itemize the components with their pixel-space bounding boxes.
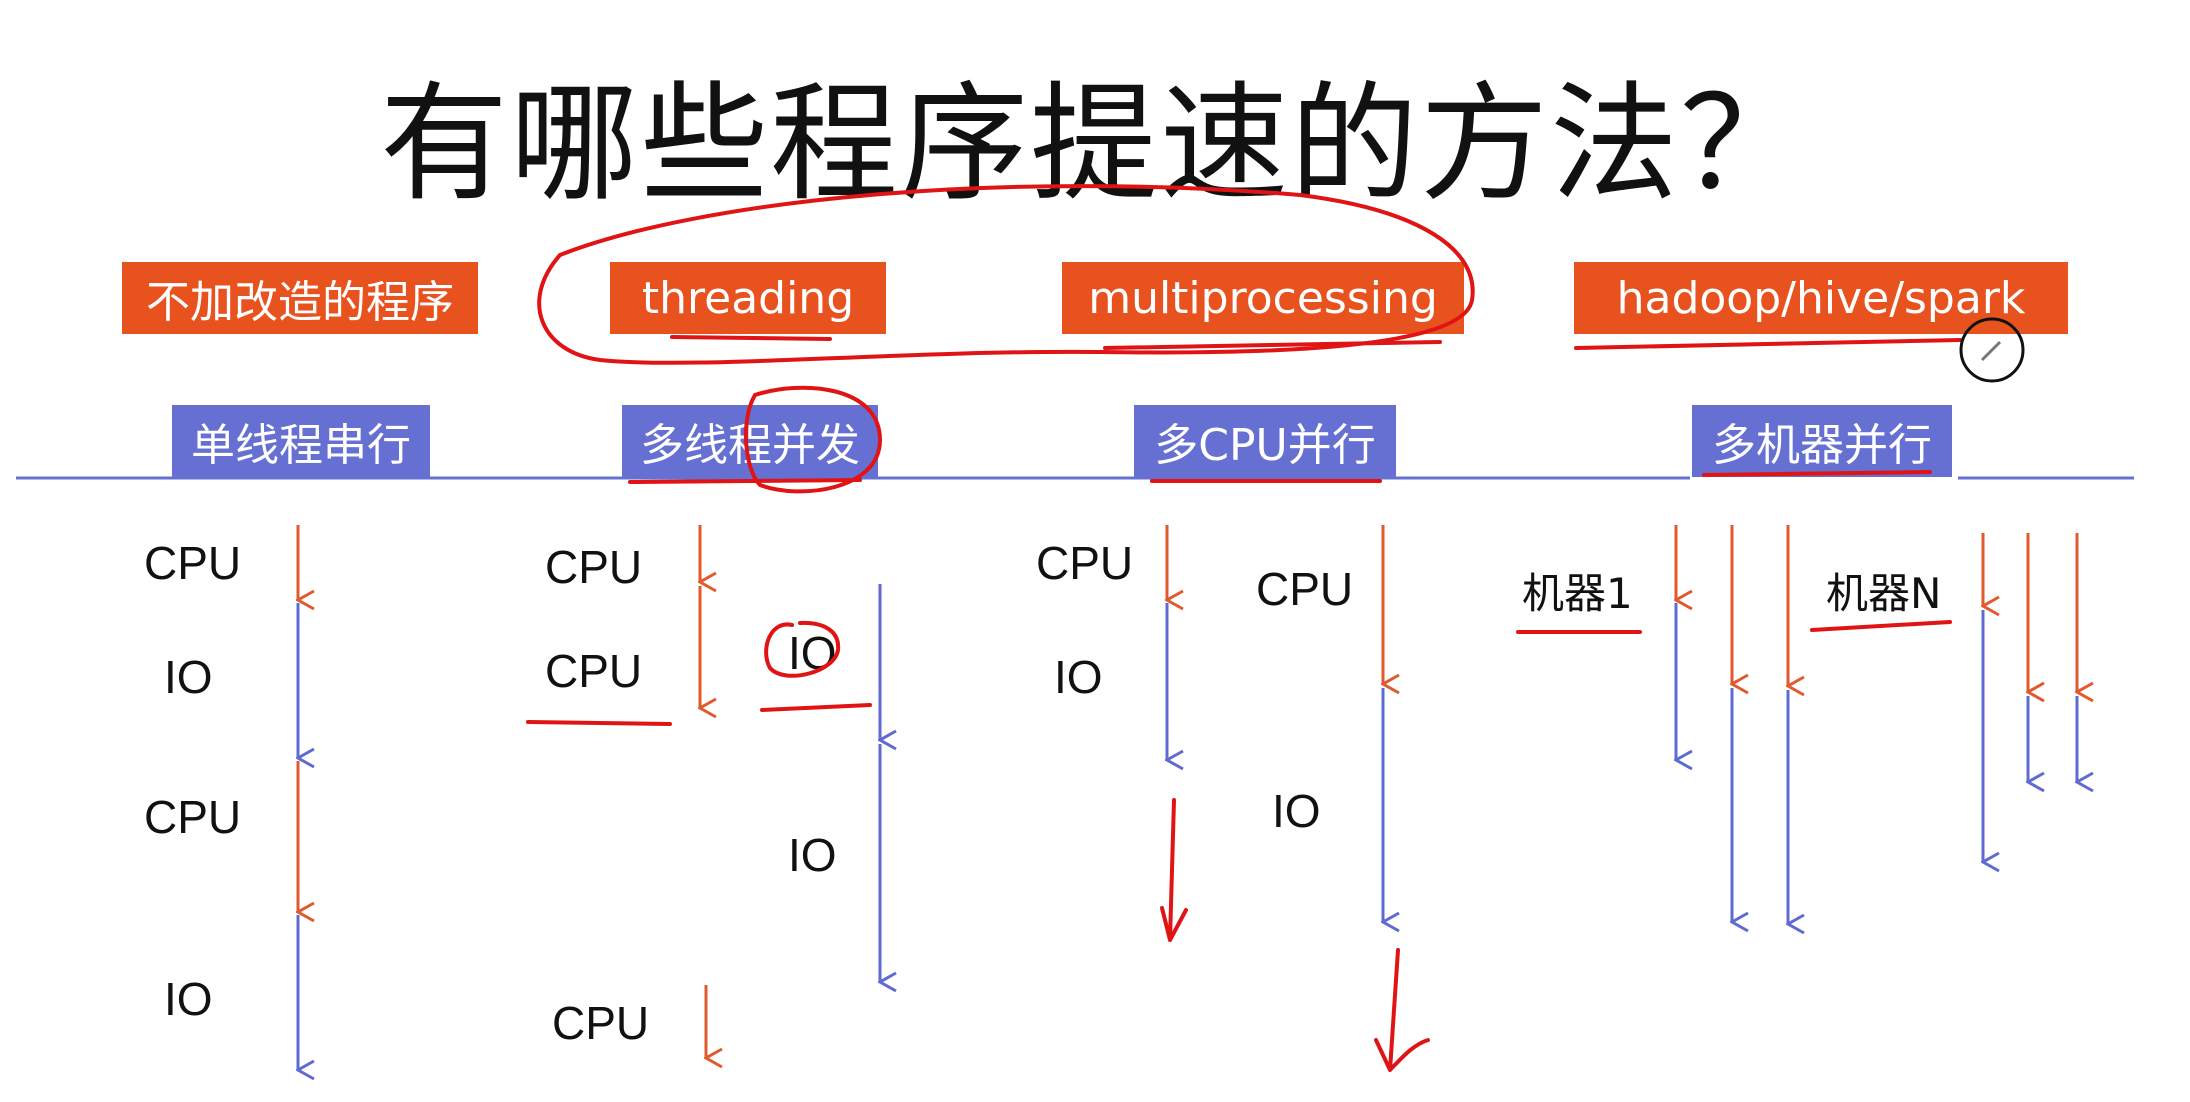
underline-machine-n bbox=[1810, 620, 1952, 632]
cpu-label: CPU bbox=[552, 997, 650, 1049]
mode-box-multimachine: 多机器并行 bbox=[1692, 405, 1952, 477]
machine-1-label: 机器1 bbox=[1522, 569, 1633, 618]
io-label: IO bbox=[1054, 651, 1103, 703]
io-label: IO bbox=[1272, 785, 1321, 837]
method-box-multiprocessing: multiprocessing bbox=[1062, 262, 1464, 334]
io-label: IO bbox=[788, 627, 837, 679]
underline-multimachine bbox=[1702, 470, 1932, 477]
io-label: IO bbox=[164, 651, 213, 703]
circle-annotation bbox=[744, 385, 882, 494]
mode-box-multicpu: 多CPU并行 bbox=[1134, 405, 1396, 477]
method-box-unmodified: 不加改造的程序 bbox=[122, 262, 478, 334]
cpu-label: CPU bbox=[1256, 563, 1354, 615]
scribble-arrow bbox=[1374, 948, 1430, 1072]
underline-hadoop bbox=[1574, 338, 1962, 350]
machine-n-label: 机器N bbox=[1826, 569, 1942, 618]
scribble-arrow bbox=[1160, 798, 1188, 942]
io-label: IO bbox=[164, 973, 213, 1025]
ellipse-annotation bbox=[537, 184, 1475, 365]
cpu-label: CPU bbox=[144, 537, 242, 589]
circle-io bbox=[764, 620, 841, 678]
io-label: IO bbox=[788, 829, 837, 881]
method-box-threading: threading bbox=[610, 262, 886, 334]
underline-concurrent bbox=[628, 478, 862, 484]
underline-cpu bbox=[526, 720, 672, 726]
underline-multiprocessing bbox=[1103, 340, 1442, 350]
method-box-hadoop: hadoop/hive/spark bbox=[1574, 262, 2068, 334]
underline-io bbox=[760, 703, 872, 712]
cpu-label: CPU bbox=[1036, 537, 1134, 589]
slide-title: 有哪些程序提速的方法？ bbox=[379, 70, 1810, 219]
cpu-label: CPU bbox=[545, 645, 643, 697]
cpu-label: CPU bbox=[545, 541, 643, 593]
cpu-label: CPU bbox=[144, 791, 242, 843]
cursor-icon bbox=[1959, 317, 2025, 383]
mode-box-serial: 单线程串行 bbox=[172, 405, 430, 477]
underline-threading bbox=[670, 335, 832, 341]
